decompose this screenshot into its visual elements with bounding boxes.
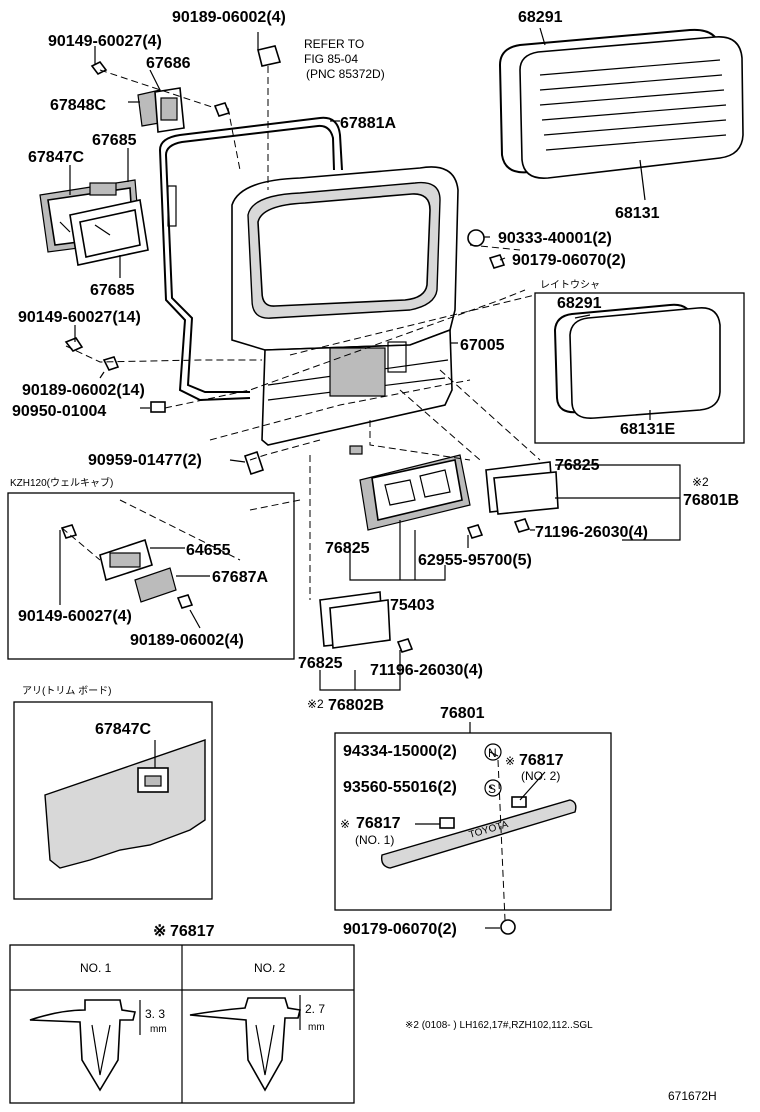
- trim-board-box: [13, 701, 213, 900]
- label-67685-a: 67685: [92, 132, 137, 149]
- label-90179-top: 90179-06070(2): [512, 252, 626, 269]
- label-76817-no1: 76817: [356, 815, 401, 832]
- clip-no2-unit: mm: [308, 1022, 325, 1033]
- label-90950: 90950-01004: [12, 403, 106, 420]
- star-a: ※: [340, 817, 350, 831]
- label-93560: 93560-55016(2): [343, 779, 457, 796]
- table-col-no1: NO. 1: [80, 961, 112, 975]
- trim-board-67847c: [44, 739, 206, 869]
- clip-no1-dim: 3. 3: [145, 1007, 165, 1021]
- label-67685-b: 67685: [90, 282, 135, 299]
- label-90189-14: 90189-06002(14): [22, 382, 145, 399]
- kzh-note: KZH120(ウェルキャブ): [10, 476, 113, 489]
- label-67848c: 67848C: [50, 97, 106, 114]
- label-90189-top: 90189-06002(4): [172, 9, 286, 26]
- weatherstrip-67881a: [159, 116, 343, 402]
- table-col-no2: NO. 2: [254, 961, 286, 975]
- back-glass-68131: [498, 28, 744, 179]
- label-76825-m: 76825: [325, 540, 370, 557]
- label-68291-b: 68291: [557, 295, 602, 312]
- back-door-67005: [231, 166, 459, 446]
- refer-note-line3: (PNC 85372D): [306, 67, 385, 81]
- label-67686: 67686: [146, 55, 191, 72]
- label-71196-r: 71196-26030(4): [535, 524, 648, 541]
- trim-note: アリ(トリム ボード): [22, 685, 111, 697]
- clip-no1-shape: [29, 999, 136, 1092]
- label-68131: 68131: [615, 205, 660, 222]
- no1-note: (NO. 1): [355, 833, 394, 847]
- label-76802b: 76802B: [328, 697, 384, 714]
- plug-90333: [467, 229, 485, 247]
- screw-90179-top: [488, 254, 506, 269]
- screw-symbol-label: S: [488, 782, 496, 796]
- label-90179-bot: 90179-06070(2): [343, 921, 457, 938]
- lamp-76801b: [466, 461, 559, 539]
- label-71196-l: 71196-26030(4): [370, 662, 483, 679]
- reito-note: レイトウシャ: [540, 279, 600, 291]
- label-76825-r: 76825: [555, 457, 600, 474]
- part-labels: 90189-06002(4) 90149-60027(4) 67686 6784…: [12, 9, 739, 938]
- label-67847c-b: 67847C: [95, 721, 151, 738]
- label-67005: 67005: [460, 337, 505, 354]
- footnote: ※2 (0108- ) LH162,17#,RZH102,112..SGL: [405, 1020, 593, 1031]
- figure-id: 671672H: [668, 1089, 717, 1103]
- label-76825-l: 76825: [298, 655, 343, 672]
- notes: REFER TO FIG 85-04 (PNC 85372D) レイトウシャ K…: [10, 37, 717, 1103]
- label-68131e: 68131E: [620, 421, 675, 438]
- clip-76817-table: ※ 76817 NO. 1 NO. 2 3. 3 mm 2. 7 mm: [9, 923, 355, 1104]
- label-62955: 62955-95700(5): [418, 552, 532, 569]
- solid-leaders: [59, 27, 681, 929]
- label-76801: 76801: [440, 705, 485, 722]
- clip-no1-unit: mm: [150, 1024, 167, 1035]
- label-90149-14: 90149-60027(14): [18, 309, 141, 326]
- glass-68131e: [553, 303, 721, 420]
- label-90333: 90333-40001(2): [498, 230, 612, 247]
- dashed-leaders: [61, 66, 541, 921]
- license-plate-bracket-75403: [349, 445, 471, 531]
- star-b: ※: [505, 754, 515, 768]
- kzh-handle-group: [60, 524, 194, 609]
- label-67881a: 67881A: [340, 115, 396, 132]
- label-75403: 75403: [390, 597, 435, 614]
- no2-note: (NO. 2): [521, 769, 560, 783]
- outside-handle-group: [39, 45, 282, 476]
- garnish-76801-box: [334, 732, 612, 911]
- label-90189-kzh: 90189-06002(4): [130, 632, 244, 649]
- garnish-76801: TOYOTA: [380, 796, 577, 935]
- clip-no2-shape: [189, 997, 301, 1092]
- lamp-76802b: [319, 591, 414, 653]
- nut-symbol: [484, 743, 502, 761]
- label-90149-top: 90149-60027(4): [48, 33, 162, 50]
- label-67847c: 67847C: [28, 149, 84, 166]
- star2-b: ※2: [307, 697, 324, 711]
- refer-note-line2: FIG 85-04: [304, 52, 358, 66]
- label-76801b: 76801B: [683, 492, 739, 509]
- refer-note-line1: REFER TO: [304, 37, 364, 51]
- star2-a: ※2: [692, 475, 709, 489]
- label-67687a: 67687A: [212, 569, 268, 586]
- reito-box: [534, 292, 745, 444]
- table-title-star: ※: [153, 923, 166, 940]
- label-68291: 68291: [518, 9, 563, 26]
- label-90149-kzh: 90149-60027(4): [18, 608, 132, 625]
- label-94334: 94334-15000(2): [343, 743, 457, 760]
- label-64655: 64655: [186, 542, 231, 559]
- nut-symbol-label: N: [488, 746, 497, 760]
- clip-no2-dim: 2. 7: [305, 1002, 325, 1016]
- screw-symbol: [484, 779, 502, 797]
- kzh120-box: [7, 492, 295, 660]
- label-76817-no2: 76817: [519, 752, 564, 769]
- table-title: 76817: [170, 923, 215, 940]
- label-90959: 90959-01477(2): [88, 452, 202, 469]
